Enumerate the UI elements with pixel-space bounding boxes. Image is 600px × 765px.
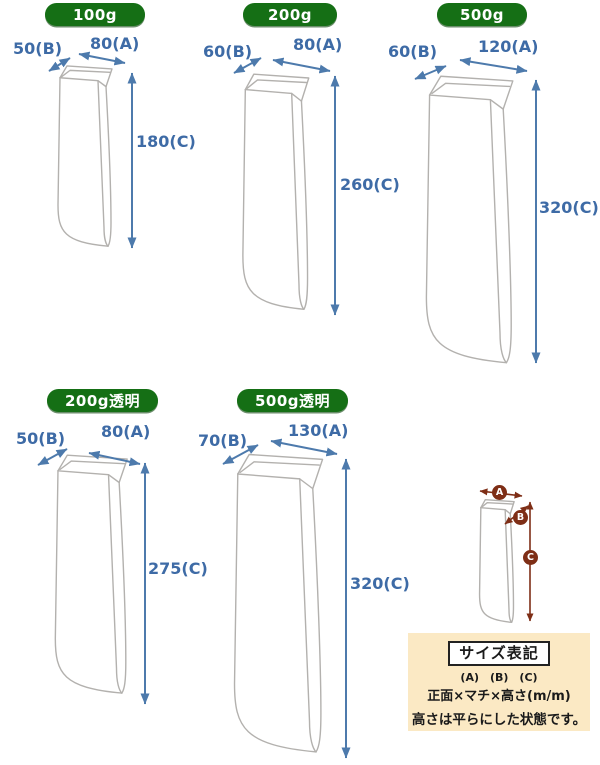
- arrow-a: [459, 57, 528, 74]
- dim-100g-height-c: 180(C): [136, 132, 196, 151]
- arrow-b: [233, 57, 262, 74]
- arrow-b: [48, 57, 71, 72]
- arrow-a: [88, 450, 141, 467]
- dim-500g-front-a: 120(A): [478, 37, 539, 56]
- size-notation-title: サイズ表記: [448, 641, 550, 666]
- legend-marker-c: C: [523, 550, 538, 565]
- badge-200g: 200g: [243, 3, 337, 26]
- dim-500g-clear-front-a: 130(A): [288, 421, 349, 440]
- legend-marker-a: A: [492, 485, 507, 500]
- dim-200g-gusset-b: 60(B): [203, 42, 253, 61]
- size-notation-note: 高さは平らにした状態です。: [411, 712, 587, 728]
- arrow-b: [37, 448, 68, 466]
- badge-500g: 500g: [437, 3, 527, 26]
- dim-200g-clear-height-c: 275(C): [148, 559, 208, 578]
- dim-200g-height-c: 260(C): [340, 175, 400, 194]
- dim-200g-clear-gusset-b: 50(B): [16, 429, 66, 448]
- bag-100g-drawing: [48, 51, 137, 249]
- dim-200g-front-a: 80(A): [293, 35, 343, 54]
- size-notation-abc: (A) (B) (C): [460, 671, 538, 684]
- dim-500g-clear-gusset-b: 70(B): [198, 431, 248, 450]
- bag-500g-drawing: [414, 57, 541, 364]
- dim-500g-clear-height-c: 320(C): [350, 574, 410, 593]
- bag-200g-drawing: [233, 57, 340, 316]
- dim-100g-front-a: 80(A): [90, 34, 140, 53]
- dim-500g-gusset-b: 60(B): [388, 42, 438, 61]
- dim-100g-gusset-b: 50(B): [13, 39, 63, 58]
- size-notation-formula: 正面×マチ×高さ(m/m): [427, 689, 571, 704]
- size-notation-box: サイズ表記 (A) (B) (C) 正面×マチ×高さ(m/m) 高さは平らにした…: [408, 633, 590, 731]
- arrow-b: [414, 65, 447, 80]
- badge-200g-clear: 200g透明: [47, 389, 158, 412]
- arrow-a: [78, 51, 126, 66]
- arrow-a: [272, 57, 331, 74]
- arrow-a: [270, 438, 338, 457]
- dim-500g-height-c: 320(C): [539, 198, 599, 217]
- badge-500g-clear: 500g透明: [237, 389, 348, 412]
- dim-200g-clear-front-a: 80(A): [101, 422, 151, 441]
- bag-500g-clear-drawing: [222, 438, 351, 759]
- badge-100g: 100g: [45, 3, 145, 26]
- arrow-b: [222, 444, 259, 465]
- bag-200g-clear-drawing: [37, 448, 150, 705]
- legend-marker-b: B: [513, 510, 528, 525]
